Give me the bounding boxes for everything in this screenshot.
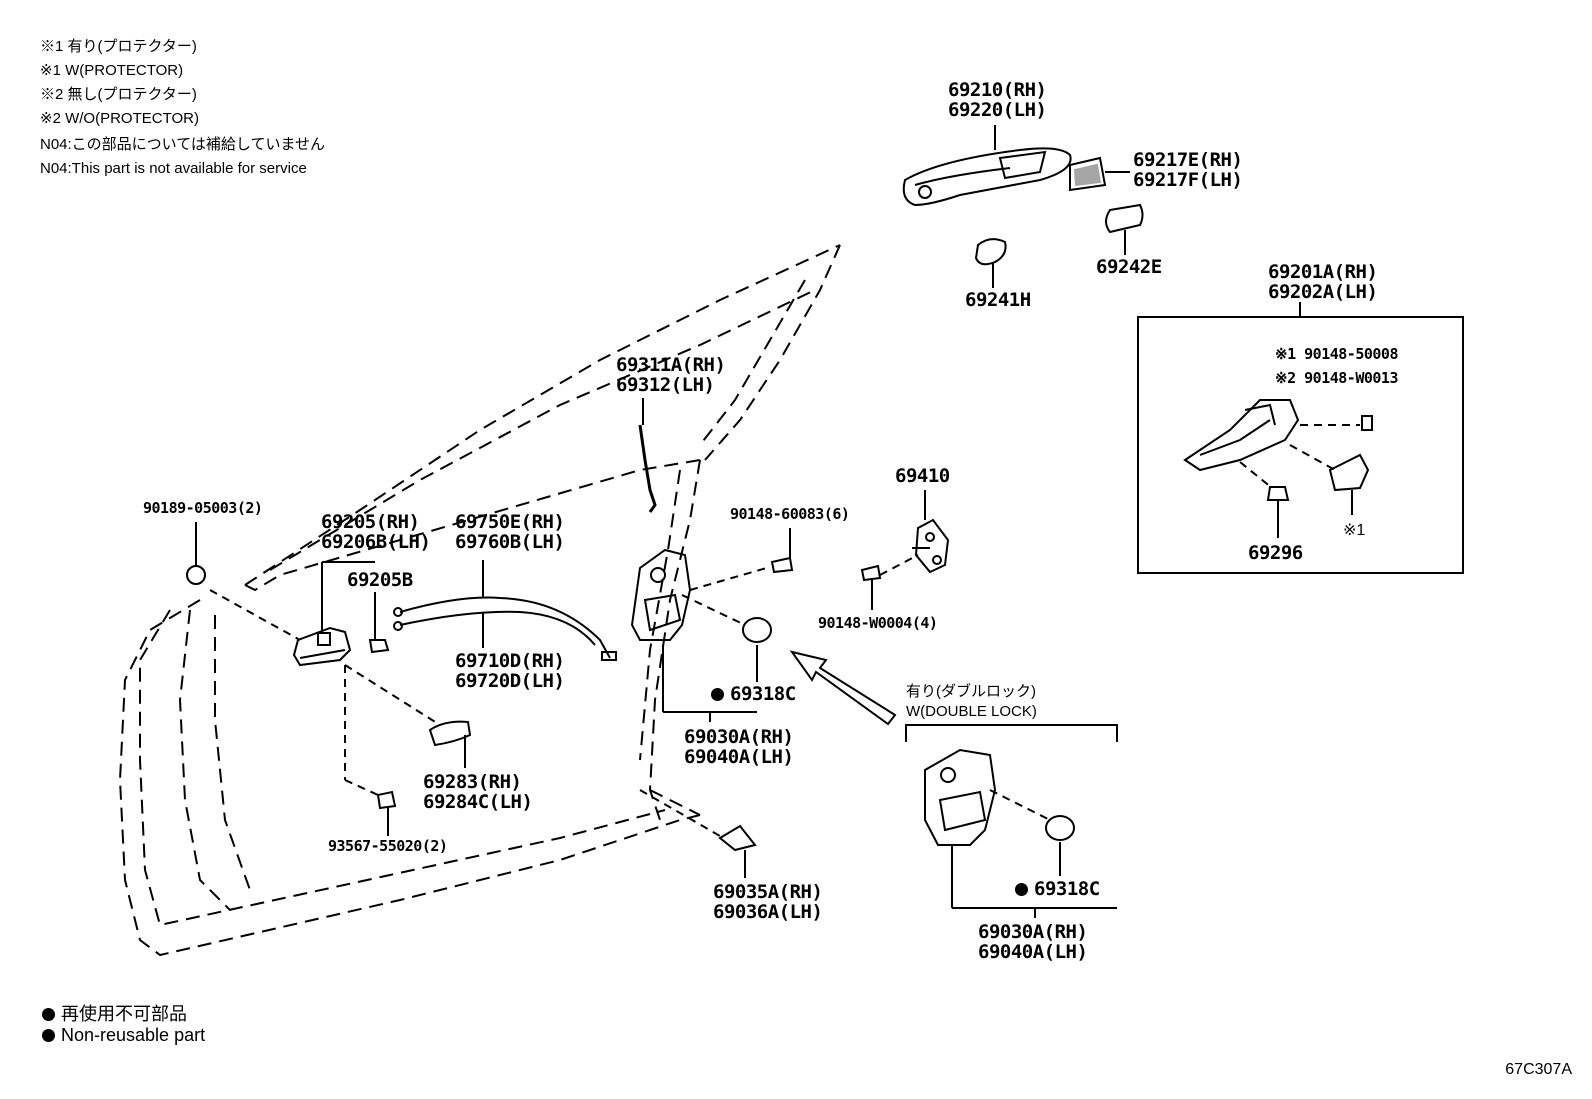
- label-93567: 93567-55020(2): [328, 837, 448, 855]
- note-1-en: ※1 W(PROTECTOR): [40, 62, 184, 79]
- screw-69205b: [368, 639, 390, 654]
- note-2-en: ※2 W/O(PROTECTOR): [40, 110, 199, 127]
- screw-90148-60083: [770, 556, 794, 574]
- direction-arrow: [789, 650, 897, 726]
- label-69312: 69312(LH): [616, 374, 715, 396]
- pad-69241h: [974, 238, 1007, 266]
- legend-jp-text: 再使用不可部品: [61, 1004, 187, 1024]
- label-69410: 69410: [895, 465, 950, 487]
- label-69210: 69210(RH): [948, 79, 1047, 101]
- cover-69217e: [1069, 156, 1107, 192]
- dash-lock-screw: [689, 566, 771, 591]
- dash-handle-bezel: [344, 664, 441, 726]
- label-69030a: 69030A(RH): [684, 726, 794, 748]
- label-69296: 69296: [1248, 542, 1303, 564]
- screw-90148-50008: [1361, 415, 1373, 431]
- screw-90148-w0004: [860, 564, 882, 582]
- door-lock-69030a: [630, 548, 692, 641]
- label-69030a-double: 69030A(RH): [978, 921, 1088, 943]
- label-69206b: 69206B(LH): [321, 531, 431, 553]
- label-69318c: 69318C: [711, 684, 796, 704]
- screw-69296: [1266, 486, 1290, 501]
- legend-jp: 再使用不可部品: [42, 1000, 187, 1026]
- striker-69410: [912, 518, 950, 574]
- label-69318c-double: 69318C: [1015, 879, 1100, 899]
- bezel-69283: [428, 720, 472, 747]
- label-69220: 69220(LH): [948, 99, 1047, 121]
- screw-93567: [376, 790, 397, 810]
- label-90148-50008: ※1 90148-50008: [1275, 345, 1398, 363]
- label-69217e: 69217E(RH): [1133, 149, 1243, 171]
- door-frame-outline: [118, 244, 841, 957]
- label-90148-w0013: ※2 90148-W0013: [1275, 369, 1398, 387]
- seal-69318c-double: [1045, 815, 1075, 841]
- label-69241h: 69241H: [965, 289, 1031, 311]
- dash-handle-clip: [209, 589, 301, 641]
- label-69201a: 69201A(RH): [1268, 261, 1378, 283]
- inside-handle-69205: [292, 626, 352, 667]
- label-69040a: 69040A(LH): [684, 746, 794, 768]
- label-69205: 69205(RH): [321, 511, 420, 533]
- diagram-code: 67C307A: [1505, 1061, 1572, 1078]
- handle-frame-69201a: [1183, 399, 1300, 472]
- legend-dot: [42, 1008, 55, 1021]
- seal-69318c: [742, 617, 772, 643]
- label-69036a: 69036A(LH): [713, 901, 823, 923]
- cables-69750e: [393, 596, 617, 661]
- dash-striker-screw: [879, 554, 919, 576]
- dash-screw-h: [344, 779, 379, 796]
- leader-protector-dash: [1289, 444, 1336, 471]
- cover-69035a: [718, 824, 757, 852]
- label-69750e: 69750E(RH): [455, 511, 565, 533]
- label-69202a: 69202A(LH): [1268, 281, 1378, 303]
- label-69720d: 69720D(LH): [455, 670, 565, 692]
- label-69205b: 69205B: [347, 569, 413, 591]
- note-n04-jp: N04:この部品については補給していません: [40, 136, 326, 153]
- label-double-lock-jp: 有り(ダブルロック): [906, 683, 1036, 700]
- clip-90189: [186, 565, 206, 585]
- dash-dl-seal: [989, 789, 1051, 821]
- protector-mark1: [1328, 453, 1370, 492]
- door-lock-69030a-double: [924, 748, 997, 846]
- label-69283: 69283(RH): [423, 771, 522, 793]
- outside-handle-69210: [902, 147, 1072, 207]
- label-90148-w0004: 90148-W0004(4): [818, 614, 938, 632]
- note-2-jp: ※2 無し(プロテクター): [40, 86, 197, 103]
- label-69318c-text: 69318C: [730, 683, 796, 705]
- double-lock-bracket: [905, 724, 1118, 742]
- label-69035a: 69035A(RH): [713, 881, 823, 903]
- label-double-lock-en: W(DOUBLE LOCK): [906, 703, 1037, 720]
- pad-69242e: [1105, 203, 1144, 234]
- note-n04-en: N04:This part is not available for servi…: [40, 160, 307, 177]
- dash-door-cover: [639, 789, 721, 837]
- label-69242e: 69242E: [1096, 256, 1162, 278]
- label-69040a-double: 69040A(LH): [978, 941, 1088, 963]
- label-69217f: 69217F(LH): [1133, 169, 1243, 191]
- dash-lock-seal: [681, 594, 746, 626]
- label-69318c-double-text: 69318C: [1034, 878, 1100, 900]
- label-69710d: 69710D(RH): [455, 650, 565, 672]
- legend-en: Non-reusable part: [42, 1025, 205, 1046]
- label-69760b: 69760B(LH): [455, 531, 565, 553]
- rod-69311a: [638, 424, 657, 513]
- label-90148-60083: 90148-60083(6): [730, 505, 850, 523]
- label-69284c: 69284C(LH): [423, 791, 533, 813]
- legend-en-text: Non-reusable part: [61, 1025, 206, 1045]
- non-reusable-dot: [1015, 883, 1028, 896]
- non-reusable-dot: [711, 688, 724, 701]
- label-90189: 90189-05003(2): [143, 499, 263, 517]
- legend-dot: [42, 1029, 55, 1042]
- label-mark1: ※1: [1343, 522, 1366, 539]
- note-1-jp: ※1 有り(プロテクター): [40, 38, 197, 55]
- label-69311a: 69311A(RH): [616, 354, 726, 376]
- leader-69296-dash: [1239, 461, 1273, 489]
